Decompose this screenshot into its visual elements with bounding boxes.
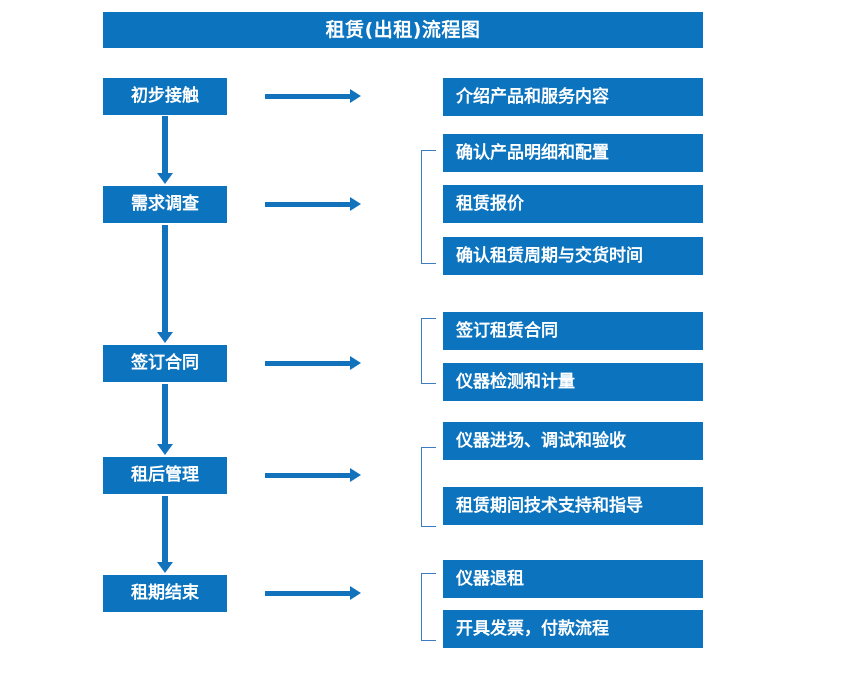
vertical-arrow-stage1-to-stage2	[157, 116, 173, 184]
page-title: 租赁(出租)流程图	[103, 12, 703, 48]
detail-box-g4-2[interactable]: 租赁期间技术支持和指导	[443, 487, 703, 525]
vertical-arrow-stage3-to-stage4	[157, 384, 173, 455]
horizontal-arrow-stage5	[265, 586, 361, 600]
horizontal-arrow-stage2	[265, 197, 361, 211]
detail-box-g3-2[interactable]: 仪器检测和计量	[443, 363, 703, 401]
detail-box-g5-2[interactable]: 开具发票，付款流程	[443, 610, 703, 648]
detail-box-g2-1[interactable]: 确认产品明细和配置	[443, 134, 703, 172]
horizontal-arrow-stage3	[265, 356, 361, 370]
stage-box-3[interactable]: 签订合同	[103, 345, 227, 382]
group-bracket-4	[421, 447, 436, 527]
stage-box-4[interactable]: 租后管理	[103, 457, 227, 494]
horizontal-arrow-stage1	[265, 89, 361, 103]
detail-box-g3-1[interactable]: 签订租赁合同	[443, 312, 703, 350]
detail-box-g4-1[interactable]: 仪器进场、调试和验收	[443, 422, 703, 460]
vertical-arrow-stage4-to-stage5	[157, 496, 173, 573]
detail-box-g2-3[interactable]: 确认租赁周期与交货时间	[443, 237, 703, 275]
group-bracket-5	[421, 573, 436, 641]
stage-box-1[interactable]: 初步接触	[103, 78, 227, 115]
detail-box-g5-1[interactable]: 仪器退租	[443, 560, 703, 598]
horizontal-arrow-stage4	[265, 468, 361, 482]
group-bracket-3	[421, 318, 436, 384]
stage-box-2[interactable]: 需求调查	[103, 186, 227, 223]
group-bracket-2	[421, 150, 436, 264]
stage-box-5[interactable]: 租期结束	[103, 575, 227, 612]
vertical-arrow-stage2-to-stage3	[157, 225, 173, 343]
detail-box-g1-1[interactable]: 介绍产品和服务内容	[443, 78, 703, 116]
detail-box-g2-2[interactable]: 租赁报价	[443, 185, 703, 223]
